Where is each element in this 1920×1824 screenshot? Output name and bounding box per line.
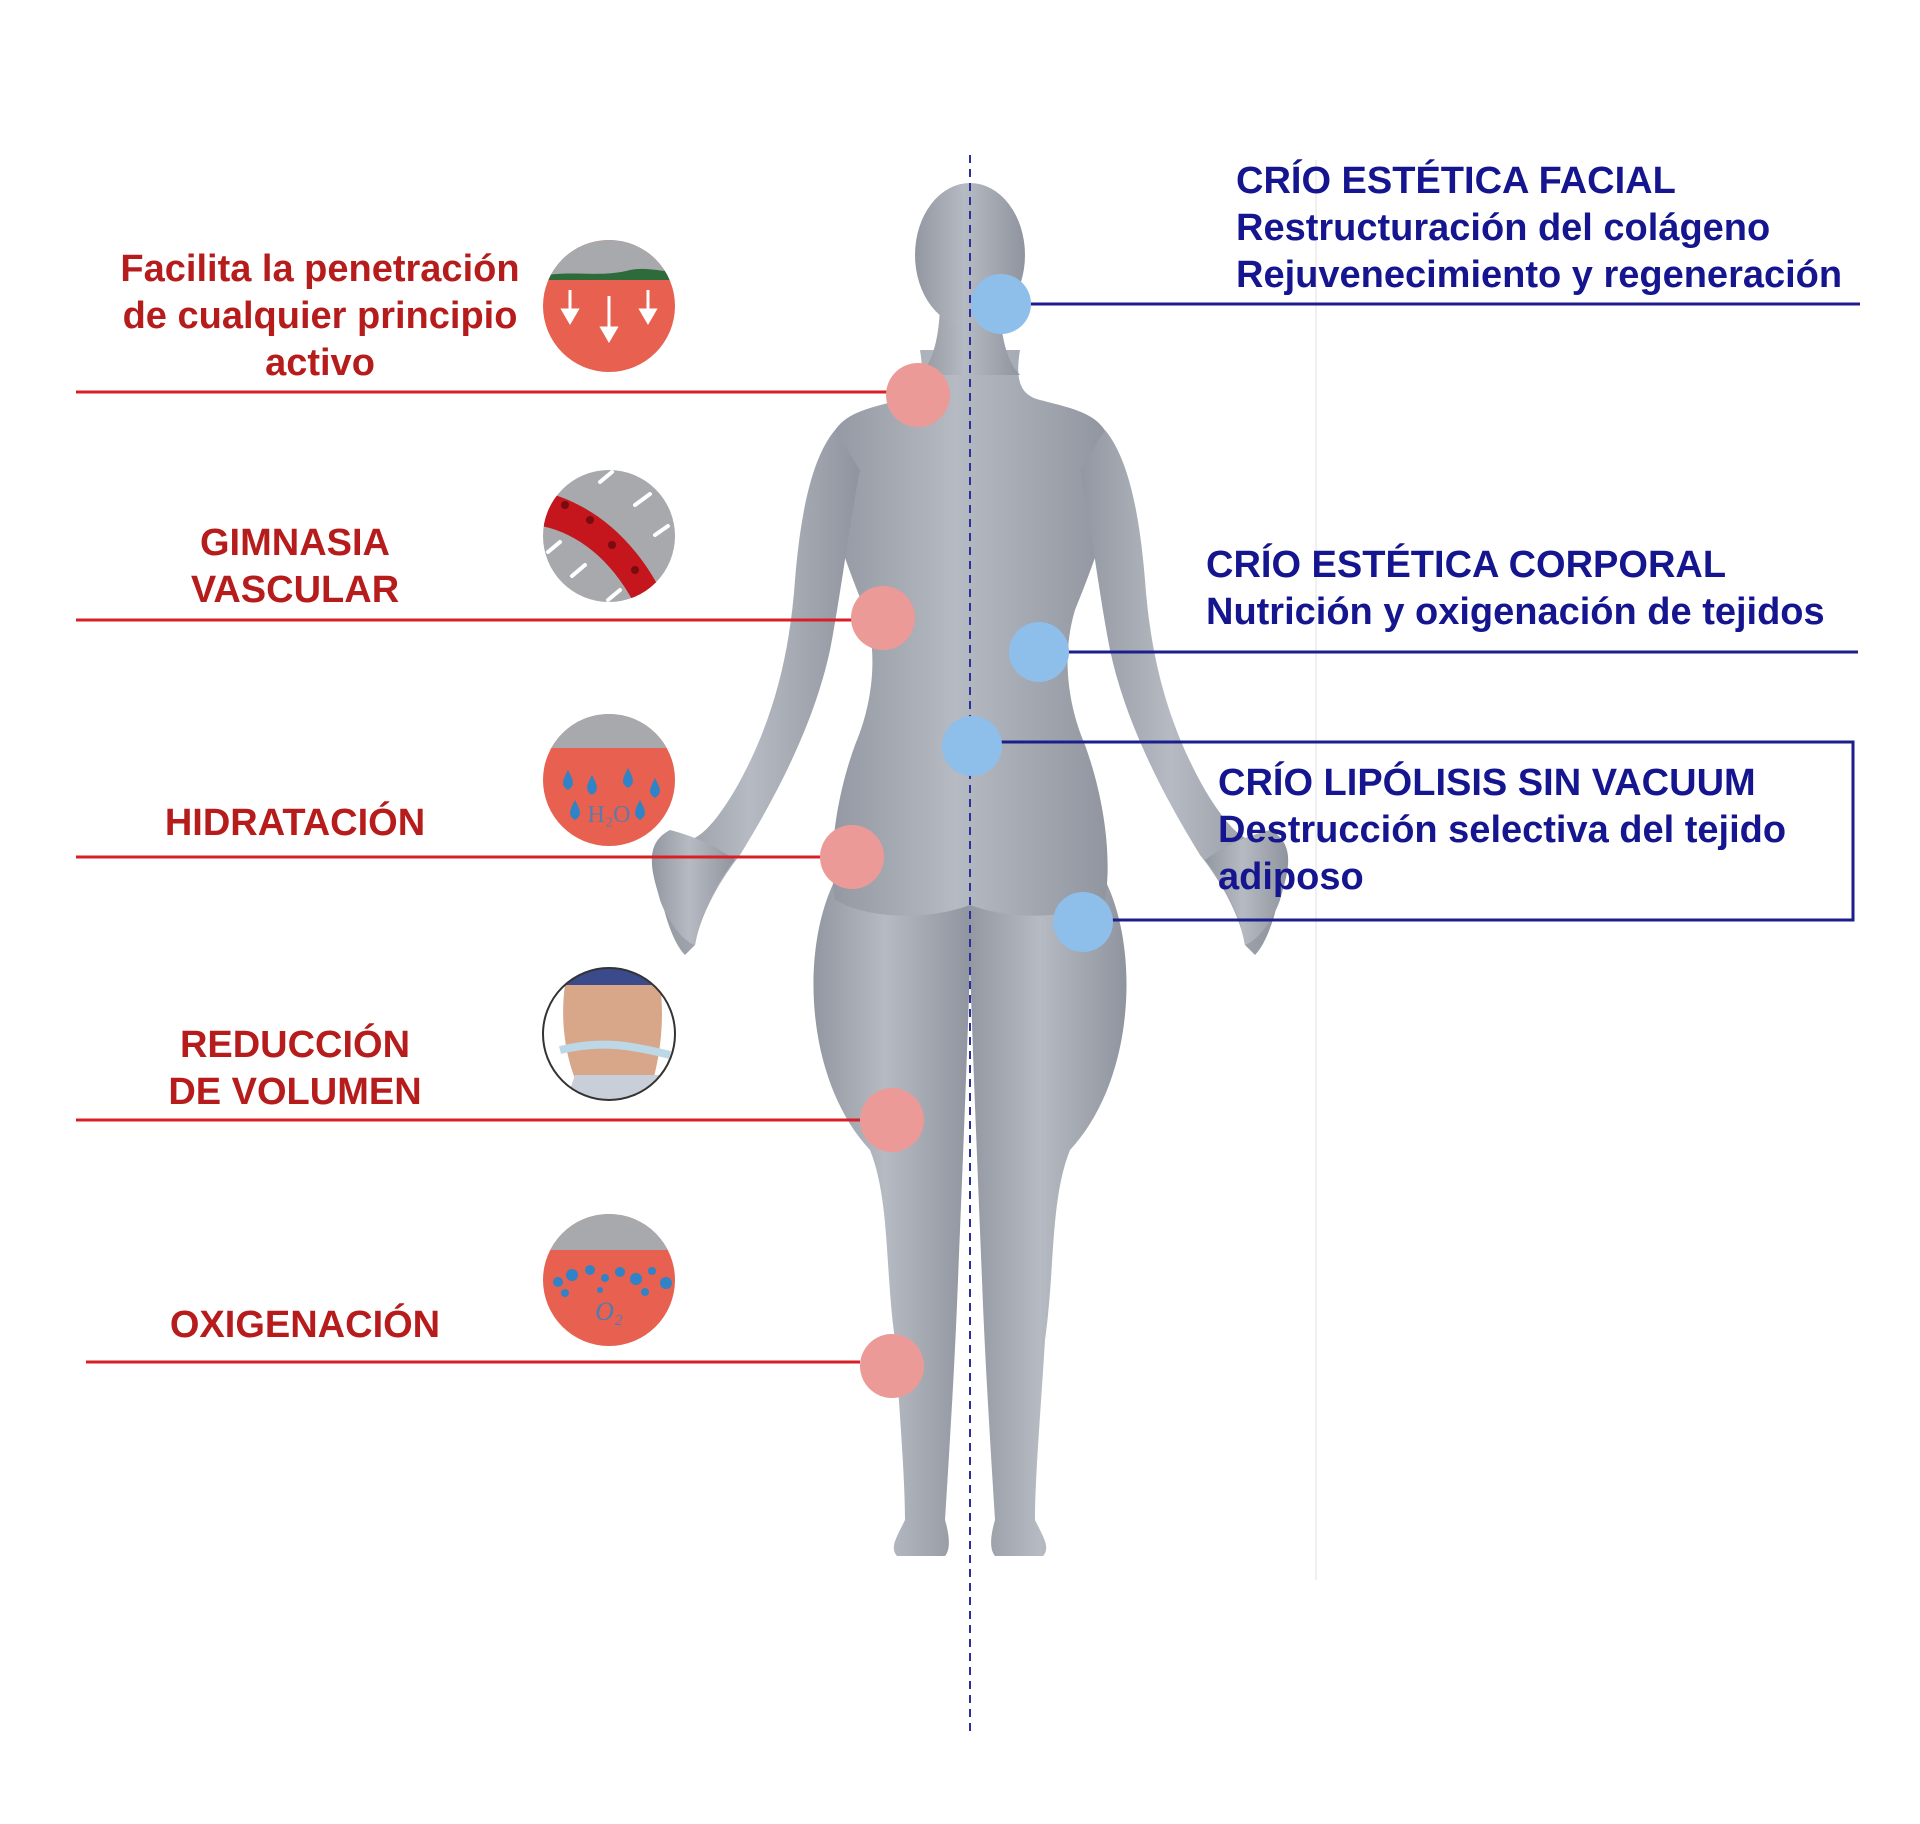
left-leader-lines bbox=[76, 390, 890, 1364]
label-line: Nutrición y oxigenación de tejidos bbox=[1206, 591, 1825, 633]
blood-vessel-icon bbox=[543, 470, 675, 602]
water-drops-icon bbox=[543, 714, 675, 846]
marker-abdomen bbox=[942, 716, 1002, 776]
marker-oxygen bbox=[860, 1334, 924, 1398]
label-penetration: Facilita la penetración de cualquier pri… bbox=[100, 246, 540, 387]
label-line: VASCULAR bbox=[190, 569, 400, 611]
label-hydration: HIDRATACIÓN bbox=[140, 800, 450, 847]
label-lipolysis: CRÍO LIPÓLISIS SIN VACUUM Destrucción se… bbox=[1218, 760, 1786, 901]
blue-markers bbox=[942, 274, 1113, 952]
right-hand bbox=[1205, 830, 1289, 945]
label-heading: CRÍO ESTÉTICA FACIAL bbox=[1236, 160, 1676, 202]
marker-lipolysis bbox=[1053, 892, 1113, 952]
label-line: activo bbox=[265, 342, 375, 384]
left-hand bbox=[651, 830, 735, 945]
marker-vascular bbox=[851, 586, 915, 650]
label-line: HIDRATACIÓN bbox=[164, 802, 426, 844]
marker-penetration bbox=[886, 363, 950, 427]
marker-corporal bbox=[1009, 622, 1069, 682]
label-heading: CRÍO ESTÉTICA CORPORAL bbox=[1206, 544, 1727, 586]
icon-text-water: H₂O bbox=[587, 802, 630, 828]
human-figure bbox=[651, 183, 1289, 1556]
label-facial: CRÍO ESTÉTICA FACIAL Restructuración del… bbox=[1236, 158, 1842, 299]
left-leg bbox=[813, 880, 972, 1556]
right-leader-lines bbox=[998, 302, 1860, 922]
label-oxygen: OXIGENACIÓN bbox=[150, 1302, 460, 1349]
measuring-waist-icon bbox=[542, 967, 676, 1101]
label-volume: REDUCCIÓN DE VOLUMEN bbox=[140, 1022, 450, 1116]
label-corporal: CRÍO ESTÉTICA CORPORAL Nutrición y oxige… bbox=[1206, 542, 1825, 636]
pink-markers bbox=[820, 363, 950, 1398]
label-line: OXIGENACIÓN bbox=[169, 1304, 441, 1346]
label-line: GIMNASIA bbox=[200, 522, 390, 564]
label-line: REDUCCIÓN bbox=[179, 1024, 411, 1066]
right-leg bbox=[968, 880, 1127, 1556]
oxygen-bubbles-icon bbox=[543, 1214, 675, 1346]
marker-hydration bbox=[820, 825, 884, 889]
label-line: Restructuración del colágeno bbox=[1236, 207, 1771, 249]
label-line: Destrucción selectiva del tejido bbox=[1218, 809, 1787, 851]
leader-bracket-lipolysis bbox=[998, 740, 1855, 922]
label-heading: CRÍO LIPÓLISIS SIN VACUUM bbox=[1218, 762, 1756, 804]
left-arm bbox=[659, 430, 860, 955]
label-line: Rejuvenecimiento y regeneración bbox=[1236, 254, 1843, 296]
label-line: adiposo bbox=[1218, 856, 1364, 898]
label-line: de cualquier principio bbox=[122, 295, 518, 337]
label-line: DE VOLUMEN bbox=[168, 1071, 422, 1113]
right-arm bbox=[1080, 430, 1281, 955]
marker-facial bbox=[971, 274, 1031, 334]
label-vascular: GIMNASIA VASCULAR bbox=[160, 520, 430, 614]
skin-penetration-icon bbox=[543, 240, 675, 372]
icon-text-oxygen: O₂ bbox=[595, 1297, 623, 1326]
marker-volume bbox=[860, 1088, 924, 1152]
label-line: Facilita la penetración bbox=[120, 248, 520, 290]
